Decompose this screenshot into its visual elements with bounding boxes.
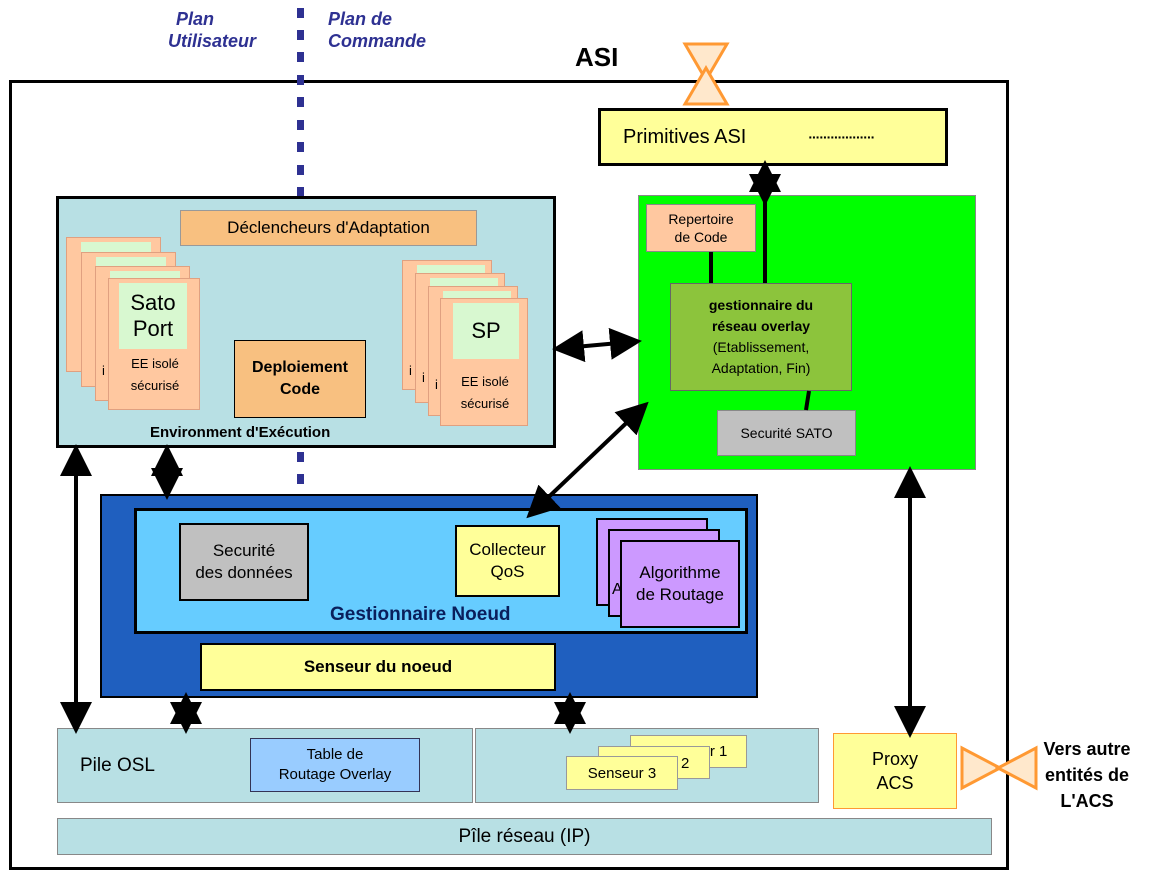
ee-isole-left-line2: sécurisé — [130, 378, 180, 393]
qos-collector-line1: Collecteur — [469, 540, 546, 559]
adaptation-triggers-box: Déclencheurs d'Adaptation — [180, 210, 477, 246]
routing-table-line1: Table de — [306, 746, 364, 763]
node-sensor-box: Senseur du noeud — [200, 643, 556, 691]
data-security-line1: Securité — [212, 541, 276, 560]
sato-port-line1: Sato — [130, 290, 176, 315]
sp-box: SP — [453, 303, 519, 359]
ee-card-back-1-peek: i — [102, 363, 105, 378]
pile-osl-label: Pile OSL — [80, 755, 155, 776]
deploiement-line2: Code — [280, 381, 320, 398]
vers-line2: entités de — [1044, 765, 1130, 785]
plane-separator-line — [297, 8, 304, 484]
sensor-3-box: Senseur 3 — [566, 756, 678, 790]
routing-algo-box: Algorithme de Routage — [620, 540, 740, 628]
overlay-manager-box: gestionnaire du réseau overlay (Etabliss… — [670, 283, 852, 391]
primitives-asi-label: Primitives ASI — [623, 125, 747, 148]
execution-environment-title: Environment d'Exécution — [150, 424, 331, 441]
ee-isole-right-line1: EE isolé — [461, 374, 509, 389]
plan-utilisateur-line2: Utilisateur — [168, 31, 257, 51]
qos-collector-line2: QoS — [490, 562, 525, 581]
plan-commande-line2: Commande — [328, 31, 427, 51]
sato-port-box: Sato Port — [119, 283, 187, 349]
plan-utilisateur-line1: Plan — [176, 9, 215, 29]
gestionnaire-line3: (Etablissement, — [712, 339, 810, 355]
vers-line1: Vers autre — [1043, 739, 1131, 759]
routing-table-box: Table de Routage Overlay — [250, 738, 420, 792]
ee-card-sato-port: Sato Port EE isolé sécurisé — [108, 278, 200, 410]
ee-isole-right: EE isolé sécurisé — [441, 371, 529, 415]
ee-card-right-back-3-peek: i — [409, 363, 412, 378]
primitives-asi-box: Primitives ASI ·················· — [598, 108, 948, 166]
data-security-line2: des données — [195, 563, 293, 582]
routing-algo-peek: A — [612, 581, 623, 598]
routing-algo-line1: Algorithme — [639, 563, 721, 582]
link-gestionnaire-securite — [804, 390, 811, 411]
proxy-acs-line2: ACS — [876, 773, 914, 793]
gestionnaire-line1: gestionnaire du — [708, 297, 814, 313]
securite-sato-box: Securité SATO — [717, 410, 856, 456]
gestionnaire-line2: réseau overlay — [711, 318, 811, 334]
repertoire-line2: de Code — [674, 229, 728, 245]
routing-algo-line2: de Routage — [636, 585, 724, 604]
vers-autres-entites-label: Vers autre entités de L'ACS — [1020, 736, 1154, 814]
deploiement-code-box: Deploiement Code — [234, 340, 366, 418]
proxy-acs-box: Proxy ACS — [833, 733, 957, 809]
repertoire-line1: Repertoire — [668, 211, 734, 227]
plan-commande-line1: Plan de — [328, 9, 393, 29]
plan-commande-label: Plan de Commande — [328, 8, 488, 52]
primitives-asi-dots: ·················· — [808, 129, 875, 145]
data-security-box: Securité des données — [179, 523, 309, 601]
node-manager-title: Gestionnaire Noeud — [330, 604, 511, 625]
plan-utilisateur-label: Plan Utilisateur — [168, 8, 288, 52]
ee-isole-right-line2: sécurisé — [460, 396, 510, 411]
arrow-overlay-nodemanager — [526, 401, 649, 519]
proxy-acs-line1: Proxy — [871, 749, 918, 769]
ee-card-sp: SP EE isolé sécurisé — [440, 298, 528, 426]
ee-isole-left-line1: EE isolé — [131, 356, 179, 371]
external-connector — [960, 745, 1038, 791]
ee-card-right-back-2-peek: i — [422, 370, 425, 385]
asi-top-connector — [682, 42, 730, 106]
deploiement-line1: Deploiement — [251, 359, 348, 376]
repertoire-code-box: Repertoire de Code — [646, 204, 756, 252]
qos-collector-box: Collecteur QoS — [455, 525, 560, 597]
ee-card-right-back-1-peek: i — [435, 377, 438, 392]
gestionnaire-line4: Adaptation, Fin) — [711, 360, 811, 376]
asi-title: ASI — [575, 42, 619, 72]
vers-line3: L'ACS — [1060, 791, 1114, 811]
sato-port-line2: Port — [132, 316, 174, 341]
pile-reseau-ip-box: Pîle réseau (IP) — [57, 818, 992, 855]
routing-table-line2: Routage Overlay — [278, 766, 392, 783]
ee-isole-left: EE isolé sécurisé — [109, 353, 201, 397]
arrow-execenv-overlay — [552, 327, 642, 363]
